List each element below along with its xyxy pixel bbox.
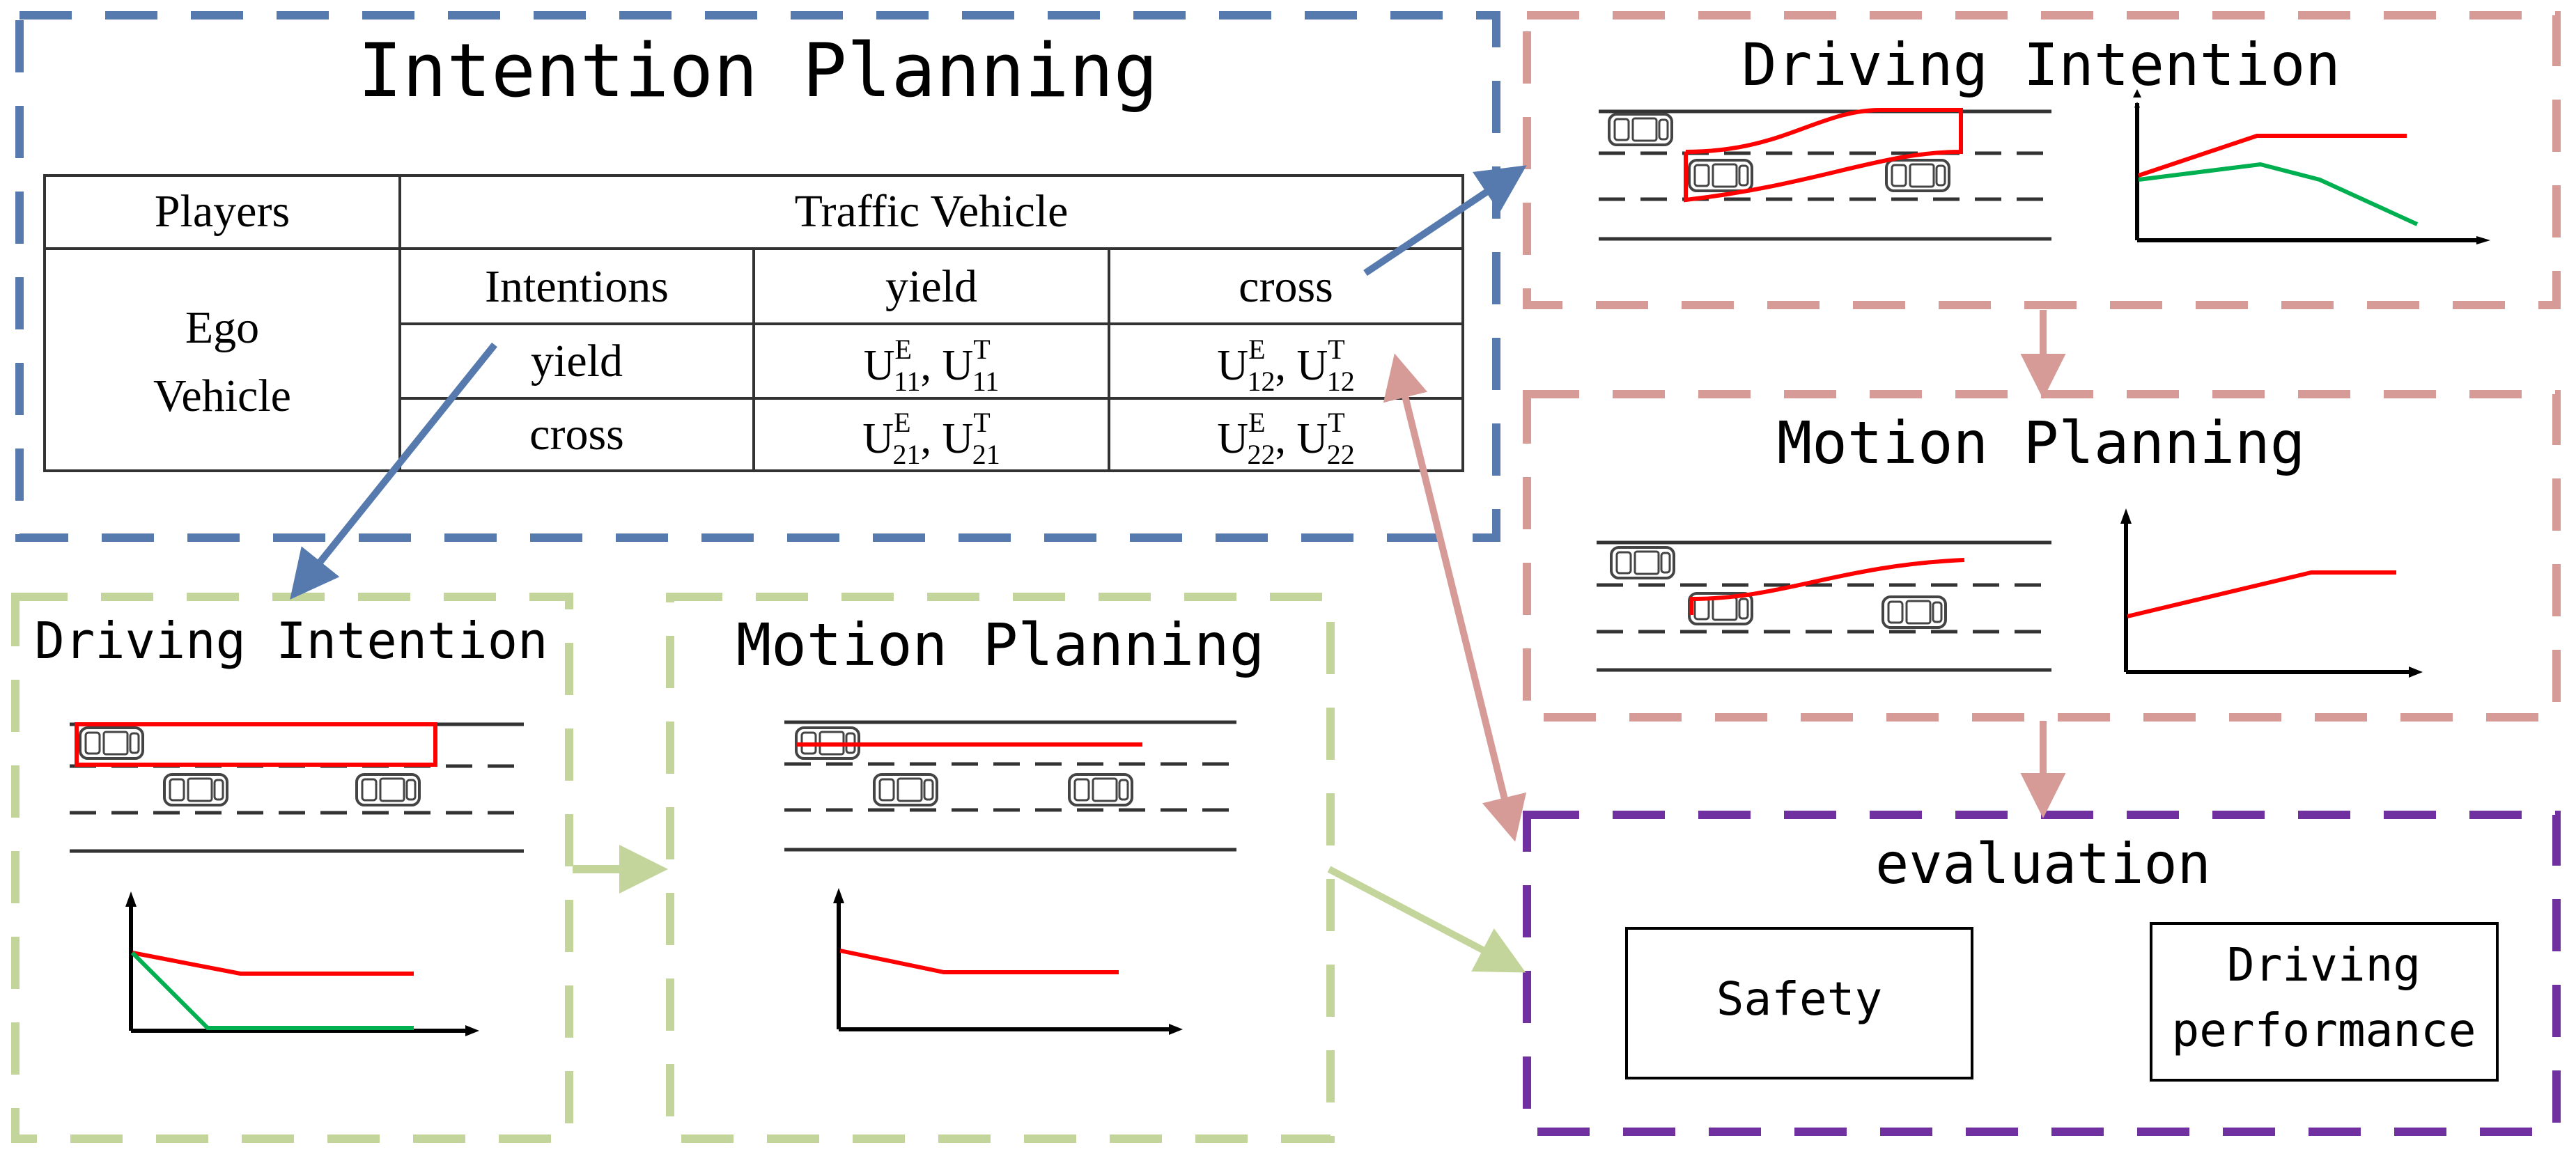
payoff-table: Players Traffic Vehicle Ego Vehicle Inte… [43,174,1464,472]
cross-driving-intention-title: Driving Intention [1741,31,2341,99]
driving-performance-line2: performance [2171,1004,2476,1057]
row-cross: cross [529,409,624,460]
intention-planning-panel: Intention Planning Players Traffic Vehic… [15,11,1500,542]
cross-driving-intention-panel: Driving Intention [1523,11,2561,309]
yield-motion-road [784,720,1236,852]
cross-intention-graph [2133,89,2490,244]
col-yield: yield [885,261,977,312]
safety-label: Safety [1716,972,1882,1026]
players-header: Players [155,186,290,237]
arrow-yield-motion-to-evaluation [1327,866,1526,973]
traffic-vehicle-header: Traffic Vehicle [795,186,1069,237]
yield-driving-intention-frame [11,593,573,1143]
yield-intention-road [70,722,524,853]
row-yield: yield [531,336,623,387]
intention-planning-frame [15,11,1500,542]
connector-arrows [290,165,2066,973]
intentions-label: Intentions [485,261,669,312]
ego-label-line2: Vehicle [153,371,291,421]
intention-planning-title: Intention Planning [358,28,1158,114]
arrow-yield-to-driving-intention [290,342,497,600]
cross-driving-intention-frame [1523,11,2561,309]
yield-motion-planning-panel: Motion Planning [666,593,1335,1143]
evaluation-title: evaluation [1875,832,2211,896]
cross-motion-planning-title: Motion Planning [1777,409,2306,477]
yield-motion-planning-title: Motion Planning [736,611,1265,679]
yield-intention-graph [125,891,479,1036]
ego-label-line1: Ego [185,302,259,353]
yield-driving-intention-title: Driving Intention [35,611,548,670]
cross-motion-planning-panel: Motion Planning [1523,390,2561,722]
cross-motion-road [1597,540,2051,672]
cross-intention-road [1599,108,2051,241]
yield-motion-graph [833,888,1183,1035]
driving-performance-line1: Driving [2227,938,2421,992]
cross-motion-graph [2120,508,2423,678]
col-cross: cross [1239,261,1333,312]
yield-driving-intention-panel: Driving Intention [11,593,573,1143]
arrow-evaluation-feedback [1383,353,1527,842]
safety-box [1625,927,1973,1079]
evaluation-panel: evaluation Safety Driving performance [1523,811,2561,1136]
arrow-cross-to-driving-intention [1363,165,1527,276]
driving-performance-box [2150,922,2499,1082]
